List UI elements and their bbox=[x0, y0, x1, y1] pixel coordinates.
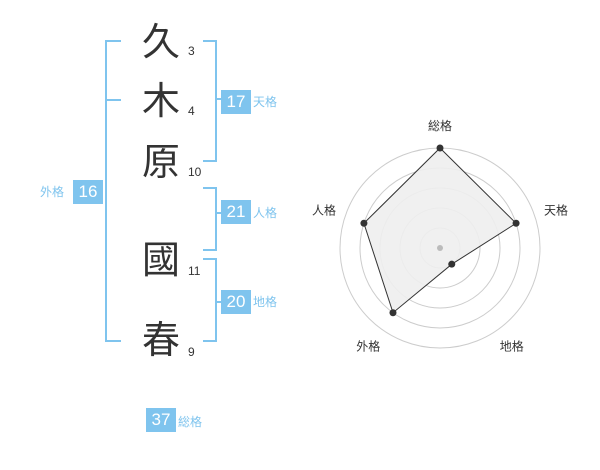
radar-point-1 bbox=[436, 144, 444, 152]
jinkaku-bracket-tick bbox=[215, 212, 221, 214]
radar-point-2 bbox=[512, 219, 520, 227]
stroke-count-5: 9 bbox=[188, 345, 195, 359]
stroke-count-1: 3 bbox=[188, 44, 195, 58]
gaikaku-bracket bbox=[105, 40, 121, 342]
gaikaku-bracket-divider bbox=[107, 99, 121, 101]
radar-point-4 bbox=[389, 309, 397, 317]
gaikaku-label: 外格 bbox=[40, 185, 65, 199]
chikaku-label: 地格 bbox=[253, 295, 278, 309]
radar-axis-label-2: 天格 bbox=[544, 202, 568, 217]
tenkaku-bracket-tick bbox=[215, 98, 221, 100]
tenkaku-value-badge: 17 bbox=[221, 90, 251, 114]
soukaku-value-badge: 37 bbox=[146, 408, 176, 432]
chikaku-value-badge: 20 bbox=[221, 290, 251, 314]
radar-axis-label-4: 外格 bbox=[356, 339, 380, 354]
name-char-2: 木 bbox=[141, 79, 180, 123]
jinkaku-value-badge: 21 bbox=[221, 200, 251, 224]
radar-axis-label-5: 人格 bbox=[312, 202, 336, 217]
radar-point-5 bbox=[360, 219, 368, 227]
radar-series-area bbox=[363, 147, 517, 314]
tenkaku-bracket bbox=[203, 40, 217, 162]
radar-point-3 bbox=[448, 260, 456, 268]
name-char-1: 久 bbox=[141, 20, 180, 64]
stroke-count-3: 10 bbox=[188, 165, 202, 179]
jinkaku-bracket bbox=[203, 187, 217, 251]
chikaku-bracket bbox=[203, 258, 217, 342]
name-char-3: 原 bbox=[141, 140, 180, 184]
name-char-5: 春 bbox=[141, 318, 180, 362]
gaikaku-value-badge: 16 bbox=[73, 180, 103, 204]
jinkaku-label: 人格 bbox=[253, 206, 278, 220]
soukaku-label: 総格 bbox=[178, 415, 203, 429]
stroke-count-2: 4 bbox=[188, 104, 195, 118]
radar-axis-label-1: 総格 bbox=[428, 118, 452, 133]
radar-axis-label-3: 地格 bbox=[500, 339, 524, 354]
stroke-count-4: 11 bbox=[188, 264, 201, 278]
radar-center-dot bbox=[437, 245, 443, 251]
tenkaku-label: 天格 bbox=[253, 95, 278, 109]
name-char-4: 國 bbox=[141, 238, 180, 282]
chikaku-bracket-tick bbox=[215, 301, 221, 303]
